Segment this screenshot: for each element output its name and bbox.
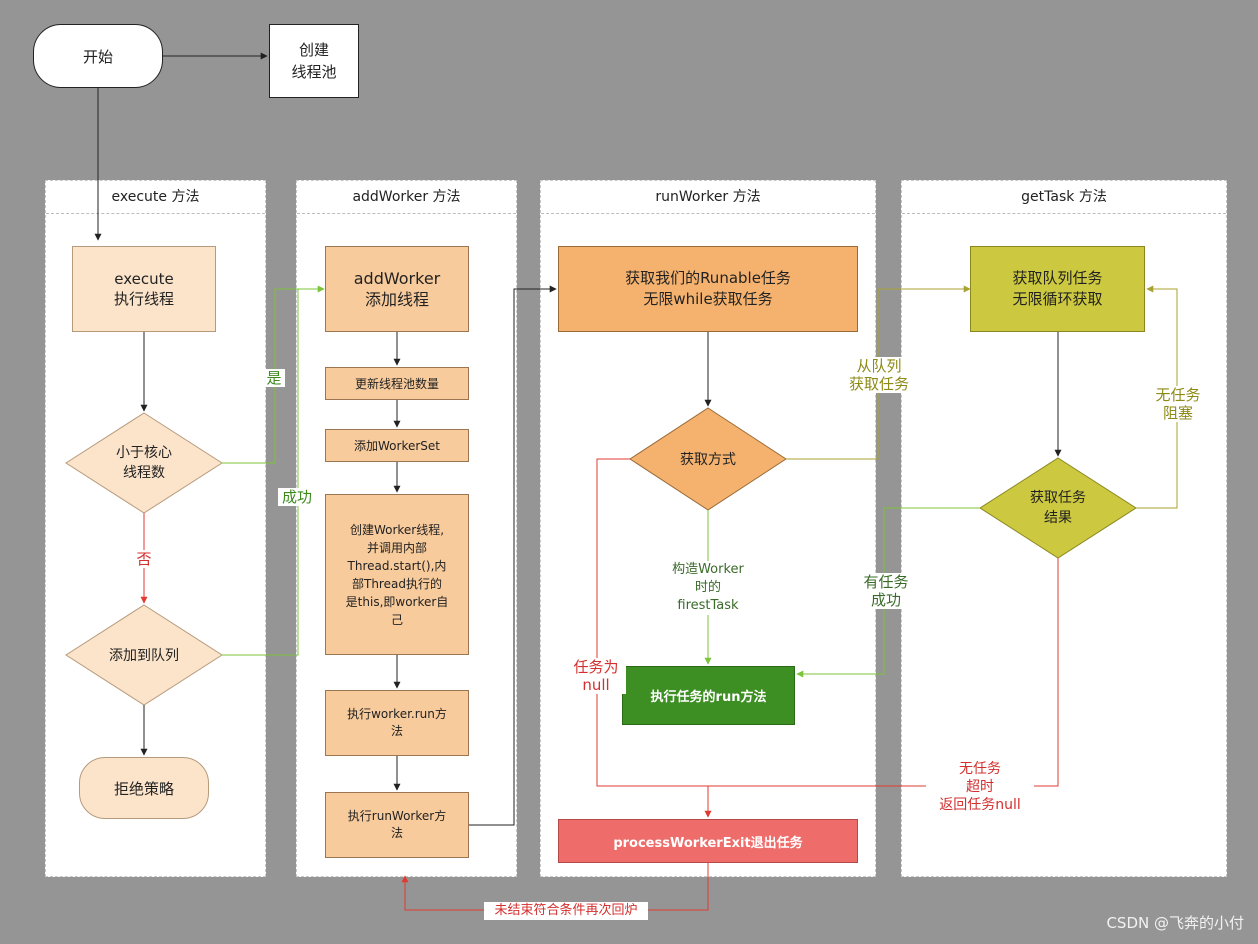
get-runnable-label: 获取我们的Runable任务 无限while获取任务 <box>625 269 791 308</box>
has-task-label: 有任务 成功 <box>854 573 918 609</box>
loop-back-label: 未结束符合条件再次回炉 <box>484 902 648 920</box>
diamond-task-result <box>979 457 1137 559</box>
lane-execute-title: execute 方法 <box>46 181 265 214</box>
success-label: 成功 <box>278 488 316 506</box>
watermark: CSDN @飞奔的小付 <box>1106 914 1244 932</box>
create-pool-label: 创建 线程池 <box>291 41 337 81</box>
get-queue-task-label: 获取队列任务 无限循环获取 <box>1012 269 1103 308</box>
no-label: 否 <box>134 550 154 568</box>
execute-box: execute 执行线程 <box>72 246 216 332</box>
diamond-get-method <box>629 407 787 511</box>
lane-addworker-title: addWorker 方法 <box>297 181 516 214</box>
addworker-box-label: addWorker 添加线程 <box>353 269 441 309</box>
start-node: 开始 <box>33 24 163 88</box>
exec-run-box: 执行worker.run方 法 <box>325 690 469 756</box>
exec-runworker-box: 执行runWorker方 法 <box>325 792 469 858</box>
exec-runworker-label: 执行runWorker方 法 <box>347 809 447 840</box>
diamond-core-check <box>65 412 223 514</box>
timeout-label: 无任务 超时 返回任务null <box>926 760 1034 814</box>
addworker-box: addWorker 添加线程 <box>325 246 469 332</box>
exit-task-box: processWorkerExit退出任务 <box>558 819 858 863</box>
no-task-block-label: 无任务 阻塞 <box>1146 386 1210 422</box>
reject-label: 拒绝策略 <box>113 779 174 798</box>
null-label: 任务为 null <box>566 658 626 694</box>
run-task-box: 执行任务的run方法 <box>622 666 795 725</box>
reject-box: 拒绝策略 <box>79 757 209 819</box>
start-label: 开始 <box>82 47 113 66</box>
add-set-label: 添加WorkerSet <box>354 439 440 453</box>
add-set-box: 添加WorkerSet <box>325 429 469 462</box>
create-pool-box: 创建 线程池 <box>269 24 359 98</box>
lane-runworker-title: runWorker 方法 <box>541 181 875 214</box>
create-worker-label: 创建Worker线程, 并调用内部 Thread.start(),内 部Thre… <box>345 522 449 627</box>
update-count-box: 更新线程池数量 <box>325 367 469 400</box>
from-queue-label: 从队列 获取任务 <box>840 357 918 393</box>
exit-task-label: processWorkerExit退出任务 <box>613 835 803 851</box>
execute-box-label: execute 执行线程 <box>113 270 174 308</box>
construct-label: 构造Worker 时的 firestTask <box>658 561 758 615</box>
lane-gettask-title: getTask 方法 <box>902 181 1226 214</box>
get-queue-task-box: 获取队列任务 无限循环获取 <box>970 246 1145 332</box>
create-worker-box: 创建Worker线程, 并调用内部 Thread.start(),内 部Thre… <box>325 494 469 655</box>
yes-label: 是 <box>263 369 285 387</box>
exec-run-label: 执行worker.run方 法 <box>347 707 447 738</box>
update-count-label: 更新线程池数量 <box>354 377 439 391</box>
run-task-label: 执行任务的run方法 <box>650 690 767 705</box>
get-runnable-box: 获取我们的Runable任务 无限while获取任务 <box>558 246 858 332</box>
diamond-add-queue <box>65 604 223 706</box>
